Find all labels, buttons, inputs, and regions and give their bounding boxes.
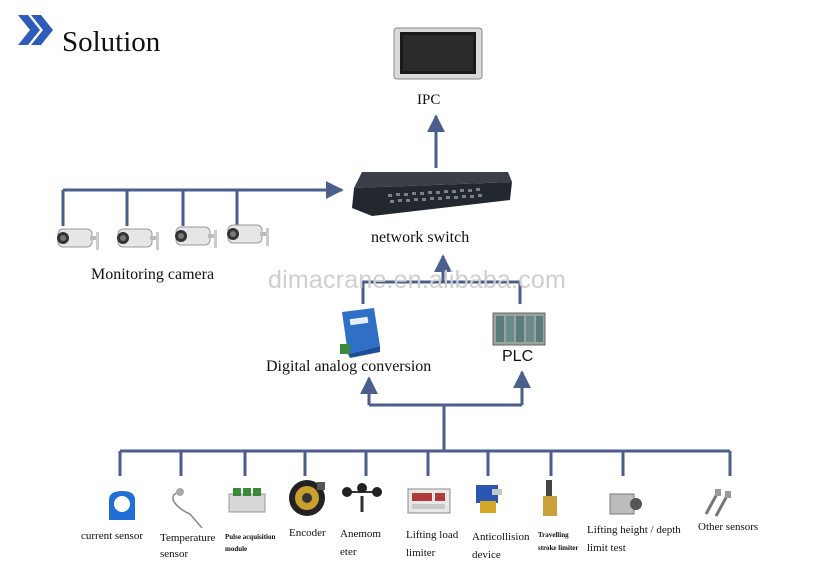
current-sensor-icon [109,491,135,520]
ipc-monitor-icon [393,27,483,80]
anemometer-icon [342,483,382,512]
other-sensors-icon [704,489,731,517]
temperature-sensor-icon [172,488,203,529]
encoder-icon [289,480,325,516]
dac-module-icon [340,308,380,358]
travel-limiter-icon [543,480,557,516]
double-chevron-icon [18,15,53,45]
sensor-label-other: Other sensors [698,521,759,533]
page-title: Solution [62,26,161,58]
network-switch-label: network switch [371,229,470,246]
load-limiter-icon [407,488,451,514]
sensor-label-encoder: Encoder [289,527,326,539]
camera-icon [117,228,159,250]
network-switch-icon [352,172,512,216]
dac-label: Digital analog conversion [266,358,432,375]
monitoring-camera-label: Monitoring camera [91,266,215,283]
sensor-label-current: current sensor [81,530,144,542]
plc-icon [492,312,546,346]
height-limit-icon [609,493,642,515]
camera-icon [57,228,99,250]
ipc-label: IPC [417,92,441,108]
plc-label: PLC [502,348,534,365]
pulse-module-icon [228,488,266,513]
camera-icon [175,226,217,248]
anticollision-icon [476,485,502,513]
watermark: dimacrane.en.alibaba.com [268,266,567,294]
camera-icon [227,224,269,246]
